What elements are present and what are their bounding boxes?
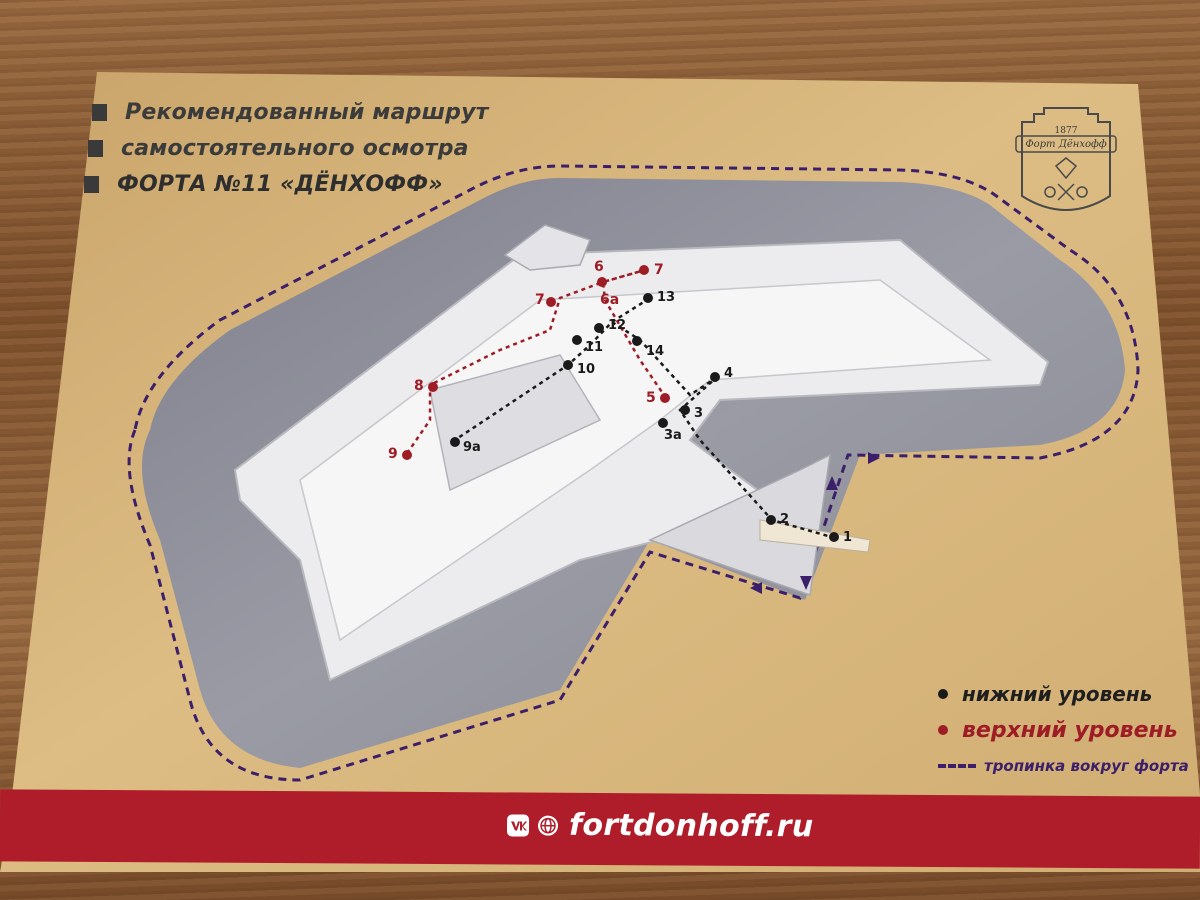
logo-year: 1877 bbox=[1054, 126, 1078, 136]
lower-level-route bbox=[454, 320, 836, 540]
stop-dot-1 bbox=[829, 532, 839, 542]
globe-icon bbox=[535, 812, 561, 838]
vk-icon bbox=[505, 812, 531, 838]
stop-label-6a: 6а bbox=[600, 292, 620, 308]
stop-dot-5 bbox=[660, 393, 670, 403]
fort-central-ravelin bbox=[429, 354, 602, 492]
map-legend: нижний уровень верхний уровень тропинка … bbox=[938, 676, 1198, 784]
stop-label-9a: 9а bbox=[463, 440, 481, 455]
dashed-line-icon bbox=[938, 764, 976, 768]
route-title: Рекомендованный маршрут самостоятельного… bbox=[84, 94, 489, 202]
fort-crest-icon bbox=[1015, 107, 1117, 211]
black-dot-icon bbox=[938, 689, 948, 699]
fort-top-bastion bbox=[503, 224, 591, 271]
stop-label-7-left: 7 bbox=[535, 292, 545, 308]
path-arrow-4 bbox=[750, 582, 762, 594]
stop-label-11: 11 bbox=[585, 340, 604, 355]
title-line-3: ФОРТА №11 «ДЁНХОФФ» bbox=[84, 166, 489, 202]
stop-label-3: 3 bbox=[694, 406, 704, 421]
title-bullet bbox=[92, 103, 107, 121]
stop-dot-10 bbox=[563, 360, 573, 370]
stop-label-2: 2 bbox=[780, 512, 790, 527]
stop-dot-2 bbox=[766, 515, 776, 525]
fort-inner-court bbox=[299, 279, 993, 642]
legend-path-label: тропинка вокруг форта bbox=[984, 757, 1189, 775]
stop-dot-6 bbox=[597, 277, 607, 287]
title-text-2: самостоятельного осмотра bbox=[121, 135, 469, 161]
title-line-2: самостоятельного осмотра bbox=[88, 130, 489, 166]
stop-label-3a: 3а bbox=[664, 428, 682, 443]
title-bullet bbox=[84, 175, 99, 193]
fort-logo: 1877 Форт Дёнхофф bbox=[1010, 100, 1122, 226]
title-line-1: Рекомендованный маршрут bbox=[92, 94, 489, 130]
stop-label-7-right: 7 bbox=[654, 262, 664, 278]
stop-dot-7-left bbox=[546, 297, 556, 307]
title-bullet bbox=[88, 139, 103, 157]
legend-upper-label: верхний уровень bbox=[962, 717, 1178, 743]
legend-upper-level: верхний уровень bbox=[938, 712, 1198, 748]
stop-dot-8 bbox=[428, 382, 438, 392]
stop-label-6: 6 bbox=[594, 259, 604, 275]
red-dot-icon bbox=[938, 725, 948, 735]
stop-label-8: 8 bbox=[414, 378, 424, 394]
logo-name: Форт Дёнхофф bbox=[1025, 139, 1107, 150]
fort-entrance-wing bbox=[648, 453, 831, 597]
footer-banner: fortdonhoff.ru bbox=[0, 789, 1200, 869]
stop-dot-13 bbox=[643, 293, 653, 303]
website-link[interactable]: fortdonhoff.ru bbox=[568, 807, 814, 845]
stop-label-10: 10 bbox=[577, 362, 596, 377]
stop-dot-12 bbox=[594, 323, 604, 333]
path-arrow-2 bbox=[826, 476, 838, 490]
stop-dot-3 bbox=[680, 405, 690, 415]
stop-dot-11 bbox=[572, 335, 582, 345]
path-arrow-3 bbox=[800, 576, 812, 590]
footer-website: fortdonhoff.ru bbox=[505, 807, 814, 844]
stop-label-9: 9 bbox=[388, 446, 398, 462]
title-text-1: Рекомендованный маршрут bbox=[125, 99, 489, 125]
path-arrow-1 bbox=[868, 452, 880, 464]
stop-dot-9 bbox=[402, 450, 412, 460]
legend-lower-label: нижний уровень bbox=[962, 682, 1153, 706]
legend-lower-level: нижний уровень bbox=[938, 676, 1198, 712]
stop-label-13: 13 bbox=[657, 290, 676, 305]
stop-label-5: 5 bbox=[646, 390, 656, 406]
upper-level-route bbox=[406, 268, 668, 453]
stop-dot-4 bbox=[710, 372, 720, 382]
title-text-3: ФОРТА №11 «ДЁНХОФФ» bbox=[117, 171, 443, 197]
stop-label-14: 14 bbox=[646, 344, 665, 359]
stop-dot-7-right bbox=[639, 265, 649, 275]
legend-path: тропинка вокруг форта bbox=[938, 748, 1198, 784]
stop-label-12: 12 bbox=[608, 318, 627, 333]
stop-label-1: 1 bbox=[843, 530, 853, 545]
stop-dot-14 bbox=[632, 336, 642, 346]
stop-dot-3a bbox=[658, 418, 668, 428]
stop-label-4: 4 bbox=[724, 366, 734, 381]
stop-dot-9a bbox=[450, 437, 460, 447]
